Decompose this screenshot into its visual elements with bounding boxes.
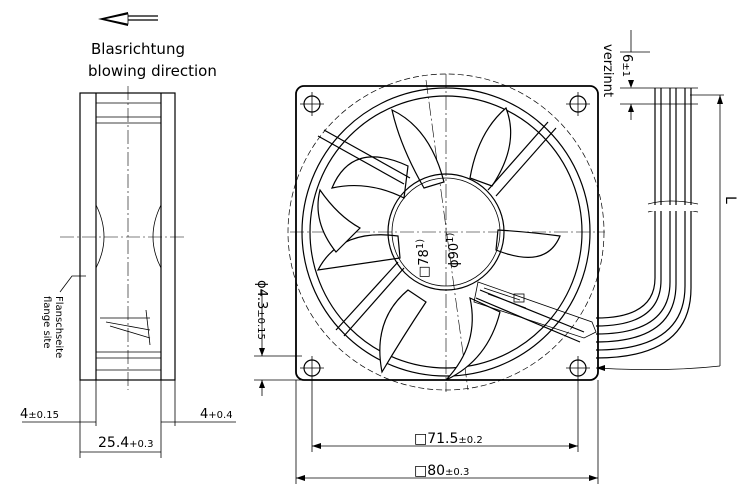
blowing-direction-label-de: Blasrichtung (91, 40, 185, 58)
front-dimensions (254, 290, 599, 484)
dim-venturi: ϕ901) (445, 233, 462, 268)
flange-leader (59, 275, 86, 293)
tin-label: verzinnt (600, 44, 615, 97)
dim-hub: □781) (415, 239, 432, 278)
dim-frame-size: □80±0.3 (414, 463, 469, 479)
length-label: L (722, 196, 738, 204)
blowing-direction-arrow (98, 12, 158, 26)
cable-bundle (595, 30, 724, 371)
dim-tin-length: 6±1 (619, 54, 634, 77)
dim-left-gap: 4±0.15 (20, 407, 59, 422)
side-view (22, 86, 236, 458)
blowing-direction-label-en: blowing direction (88, 62, 217, 80)
front-view (287, 73, 605, 392)
flange-label-de: Flanschseite (53, 296, 64, 358)
flange-label-en: flange site (41, 296, 52, 349)
dim-depth: 25.4+0.3 (98, 435, 153, 451)
dim-right-gap: 4+0.4 (200, 407, 233, 422)
dim-hole-diameter: ϕ4.3±0.15 (254, 280, 269, 340)
dim-hole-pitch: □71.5±0.2 (414, 431, 483, 447)
